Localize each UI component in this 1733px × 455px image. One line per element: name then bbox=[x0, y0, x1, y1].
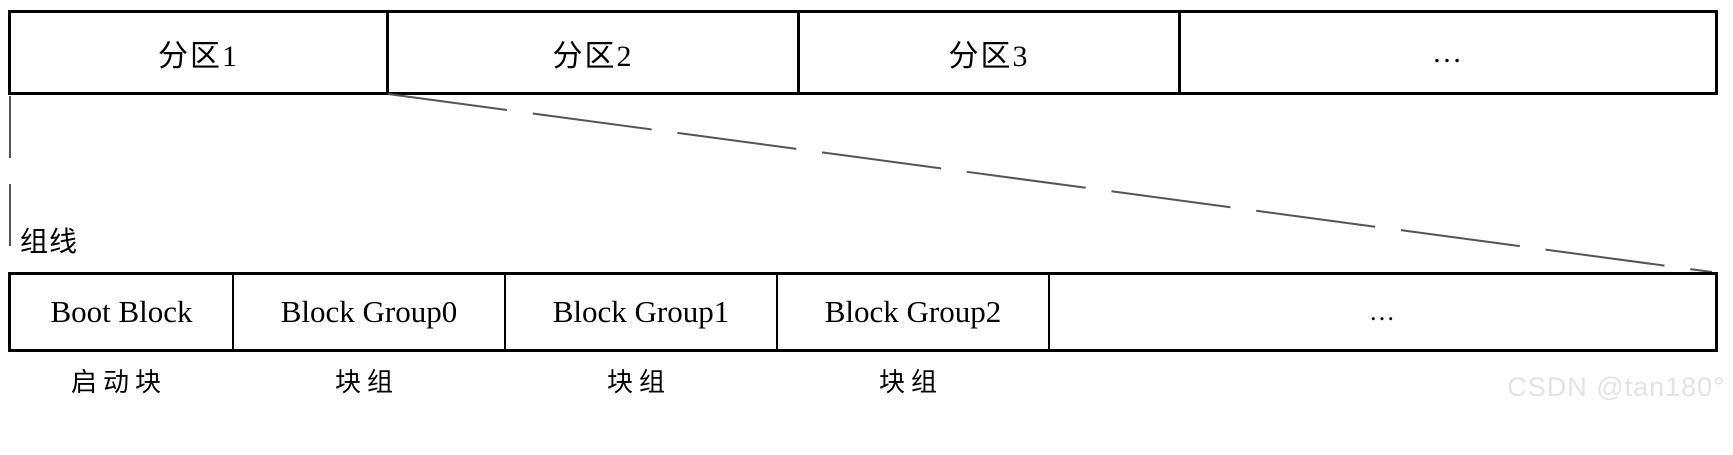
caption-text-block-group-0: 块组 bbox=[334, 368, 399, 397]
csdn-watermark: CSDN @tan180° bbox=[1507, 372, 1725, 402]
partition-label-2: 分区2 bbox=[552, 39, 634, 73]
partition-cell-more: … bbox=[1181, 13, 1715, 92]
block-cell-group-2: Block Group2 bbox=[778, 275, 1050, 349]
block-label-group-1: Block Group1 bbox=[552, 294, 730, 329]
block-cell-more: … bbox=[1050, 275, 1715, 349]
caption-text-block-group-1: 块组 bbox=[606, 368, 671, 397]
partition-label-3: 分区3 bbox=[948, 39, 1030, 73]
block-label-group-0: Block Group0 bbox=[280, 294, 458, 329]
block-label-boot-block: Boot Block bbox=[50, 294, 193, 329]
partition-cell-2: 分区2 bbox=[389, 13, 800, 92]
caption-block-group-0: 块组 bbox=[267, 362, 467, 399]
caption-text-block-group-2: 块组 bbox=[878, 368, 943, 397]
block-cell-boot-block: Boot Block bbox=[11, 275, 234, 349]
partition-cell-3: 分区3 bbox=[800, 13, 1181, 92]
block-group-row: Boot Block Block Group0 Block Group1 Blo… bbox=[8, 272, 1718, 352]
caption-block-group-1: 块组 bbox=[539, 362, 739, 399]
partition-cell-1: 分区1 bbox=[11, 13, 389, 92]
diagonal-dashed-line bbox=[387, 93, 1713, 273]
caption-text-boot-block: 启动块 bbox=[70, 368, 167, 397]
caption-boot-block: 启动块 bbox=[19, 362, 219, 399]
group-line-label: 组线 bbox=[20, 227, 79, 258]
partition-label-1: 分区1 bbox=[158, 39, 239, 73]
caption-block-group-2: 块组 bbox=[811, 362, 1011, 399]
block-cell-group-1: Block Group1 bbox=[506, 275, 778, 349]
partition-label-ellipsis: … bbox=[1432, 35, 1464, 69]
block-label-group-2: Block Group2 bbox=[824, 294, 1002, 329]
partition-row: 分区1 分区2 分区3 … bbox=[8, 10, 1718, 95]
block-label-ellipsis: … bbox=[1369, 297, 1396, 326]
block-cell-group-0: Block Group0 bbox=[234, 275, 506, 349]
